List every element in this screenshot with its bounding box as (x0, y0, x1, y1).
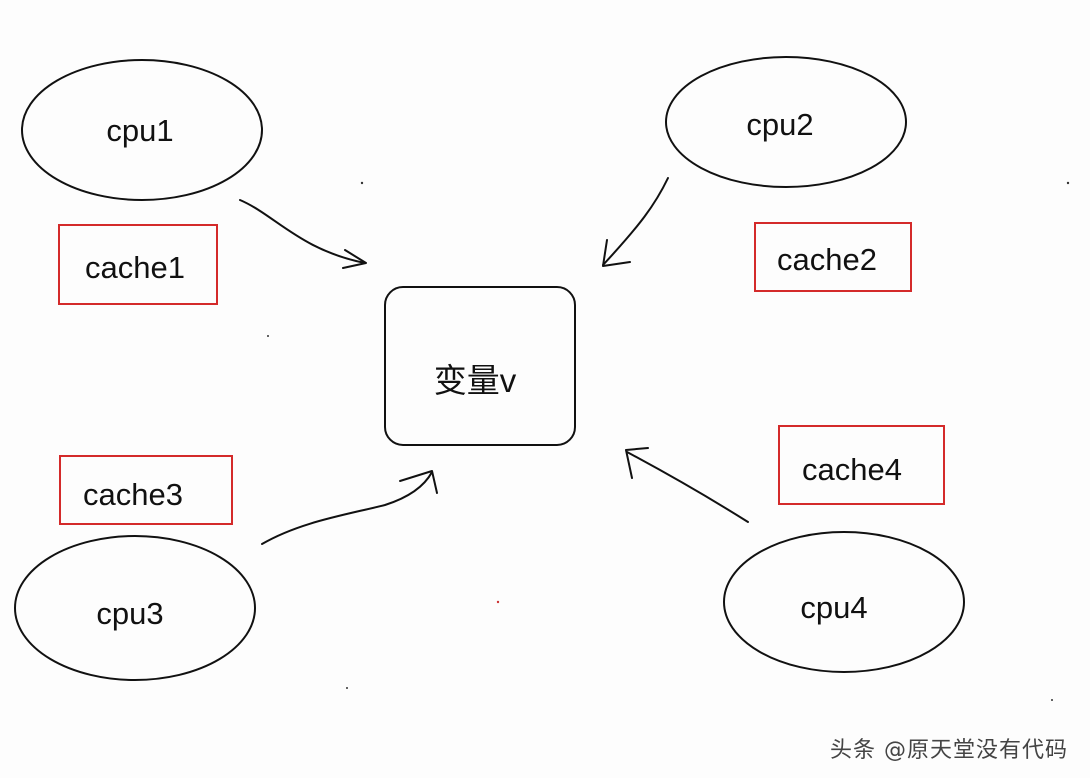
variable-rect (384, 286, 576, 446)
watermark: 头条 @原天堂没有代码 (830, 738, 1068, 763)
arrow-cpu4-to-variable (625, 447, 749, 523)
cache2-rect (754, 222, 912, 292)
speck (346, 687, 348, 689)
cpu1-label: cpu1 (106, 113, 173, 148)
cache1-rect (58, 224, 218, 305)
speck (496, 600, 500, 604)
cpu4-label: cpu4 (800, 590, 867, 625)
speck (360, 181, 364, 185)
arrow-cpu3-to-variable (261, 470, 438, 545)
cpu3-ellipse (14, 535, 256, 681)
cpu2-ellipse (665, 56, 907, 188)
cache3-label: cache3 (83, 477, 183, 512)
arrow-cpu2-shaft (602, 177, 669, 266)
arrow-cpu1-head (342, 249, 367, 269)
arrow-cpu4-head (625, 447, 649, 479)
cache3-box: cache3 (59, 455, 233, 525)
cache2-box: cache2 (754, 222, 912, 292)
cpu3-node: cpu3 (14, 535, 256, 681)
speck (267, 335, 269, 337)
arrow-cpu2-head (602, 239, 631, 267)
cpu1-node: cpu1 (21, 59, 263, 201)
arrow-cpu3-head (399, 470, 438, 494)
cpu4-node: cpu4 (723, 531, 965, 673)
cache4-rect (778, 425, 945, 505)
cpu2-label: cpu2 (746, 107, 813, 142)
cache3-rect (59, 455, 233, 525)
cpu1-ellipse (21, 59, 263, 201)
variable-label: 变量v (434, 362, 517, 399)
arrow-cpu1-shaft (239, 199, 366, 264)
cache4-label: cache4 (802, 452, 902, 487)
scan-specks (267, 181, 1070, 701)
cache1-box: cache1 (58, 224, 218, 305)
cpu3-label: cpu3 (96, 596, 163, 631)
cache4-box: cache4 (778, 425, 945, 505)
arrow-cpu3-shaft (261, 471, 433, 545)
cpu4-ellipse (723, 531, 965, 673)
cpu2-node: cpu2 (665, 56, 907, 188)
arrow-cpu4-shaft (626, 451, 749, 523)
cache1-label: cache1 (85, 250, 185, 285)
arrow-cpu2-to-variable (602, 177, 669, 267)
speck (1051, 699, 1053, 701)
cache2-label: cache2 (777, 242, 877, 277)
variable-node: 变量v (384, 286, 576, 446)
arrow-cpu1-to-variable (239, 199, 367, 269)
speck (1066, 181, 1070, 185)
